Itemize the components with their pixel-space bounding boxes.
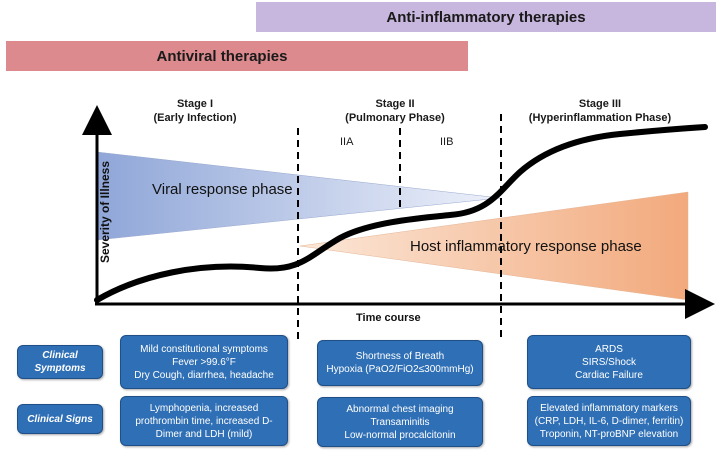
x-axis-label: Time course bbox=[356, 312, 421, 324]
stage-1-symptoms-box: Mild constitutional symptoms Fever >99.6… bbox=[120, 335, 288, 389]
stage-2-subtitle: (Pulmonary Phase) bbox=[345, 112, 445, 124]
stage-1-subtitle: (Early Infection) bbox=[153, 112, 237, 124]
stage-3-subtitle: (Hyperinflammation Phase) bbox=[528, 112, 672, 124]
clinical-symptoms-label: Clinical Symptoms bbox=[17, 345, 103, 379]
clinical-signs-label: Clinical Signs bbox=[17, 404, 103, 434]
stage-2-title: Stage II bbox=[375, 98, 415, 110]
anti-inflammatory-therapies-bar: Anti-inflammatory therapies bbox=[256, 2, 716, 32]
stage-2-header: Stage II (Pulmonary Phase) bbox=[335, 97, 455, 125]
anti-inflammatory-label: Anti-inflammatory therapies bbox=[386, 8, 586, 26]
viral-phase-label: Viral response phase bbox=[152, 181, 293, 198]
stage-3-title: Stage III bbox=[578, 98, 622, 110]
stage-2-symptoms-box: Shortness of Breath Hypoxia (PaO2/FiO2≤3… bbox=[317, 340, 483, 386]
stage-1-title: Stage I bbox=[176, 98, 214, 110]
stage-3-signs-box: Elevated inflammatory markers (CRP, LDH,… bbox=[527, 396, 691, 446]
antiviral-therapies-bar: Antiviral therapies bbox=[6, 41, 468, 71]
stage-2a-label: IIA bbox=[340, 136, 354, 148]
stage-3-symptoms-box: ARDS SIRS/Shock Cardiac Failure bbox=[527, 335, 691, 389]
stage-2-signs-box: Abnormal chest imaging Transaminitis Low… bbox=[317, 397, 483, 447]
stage-1-signs-box: Lymphopenia, increased prothrombin time,… bbox=[120, 396, 288, 446]
severity-curve bbox=[94, 124, 708, 303]
y-axis-label: Severity of Illness bbox=[98, 160, 113, 264]
stage-3-header: Stage III (Hyperinflammation Phase) bbox=[515, 97, 685, 125]
host-response-wedge bbox=[299, 191, 689, 301]
stage-1-header: Stage I (Early Infection) bbox=[150, 97, 240, 125]
stage-2b-label: IIB bbox=[440, 136, 454, 148]
antiviral-label: Antiviral therapies bbox=[156, 47, 288, 65]
host-phase-label: Host inflammatory response phase bbox=[410, 238, 642, 255]
